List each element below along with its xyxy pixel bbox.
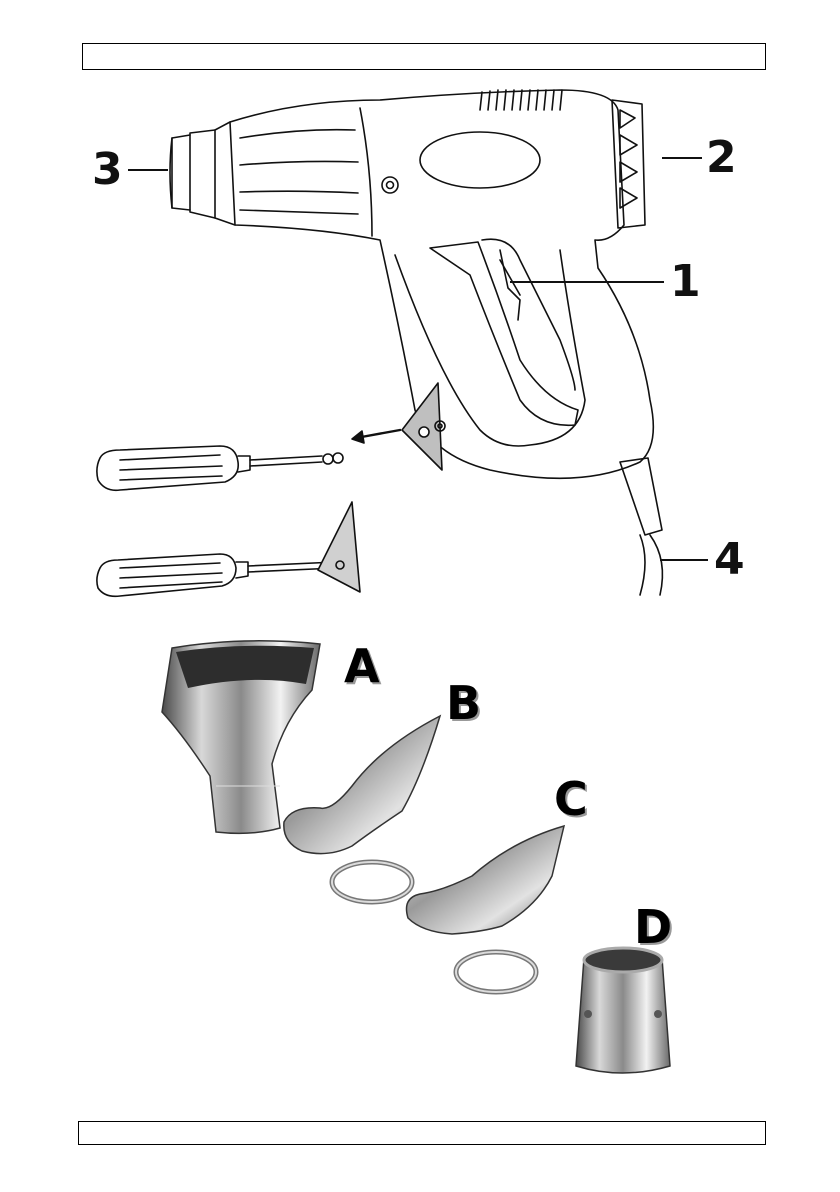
nozzle-photo xyxy=(152,636,700,1088)
gun-body xyxy=(230,90,653,478)
nozzle-illustration xyxy=(152,636,700,1088)
heat-gun-illustration xyxy=(0,0,840,620)
nozzle-a xyxy=(162,641,320,834)
power-cord xyxy=(620,458,662,535)
nozzle-c xyxy=(407,826,565,992)
callout-3: 3 xyxy=(92,148,123,192)
air-intake xyxy=(612,100,645,228)
page-footer-box xyxy=(78,1121,766,1145)
nozzle-d xyxy=(576,948,670,1073)
callout-2: 2 xyxy=(706,136,737,180)
nozzle-label-c: C xyxy=(554,776,588,822)
scraper-blade-1 xyxy=(402,383,442,470)
callout-1: 1 xyxy=(670,260,701,304)
screwdriver-shaft-1 xyxy=(250,456,322,460)
nozzle-label-a: A xyxy=(344,643,380,689)
body-screw xyxy=(382,177,398,193)
scraper-blade-2 xyxy=(318,502,360,592)
callout-4: 4 xyxy=(714,538,745,582)
body-oval xyxy=(420,132,540,188)
nozzle-label-d: D xyxy=(634,904,672,950)
nozzle-label-b: B xyxy=(446,680,481,726)
nozzle-b xyxy=(284,716,440,902)
